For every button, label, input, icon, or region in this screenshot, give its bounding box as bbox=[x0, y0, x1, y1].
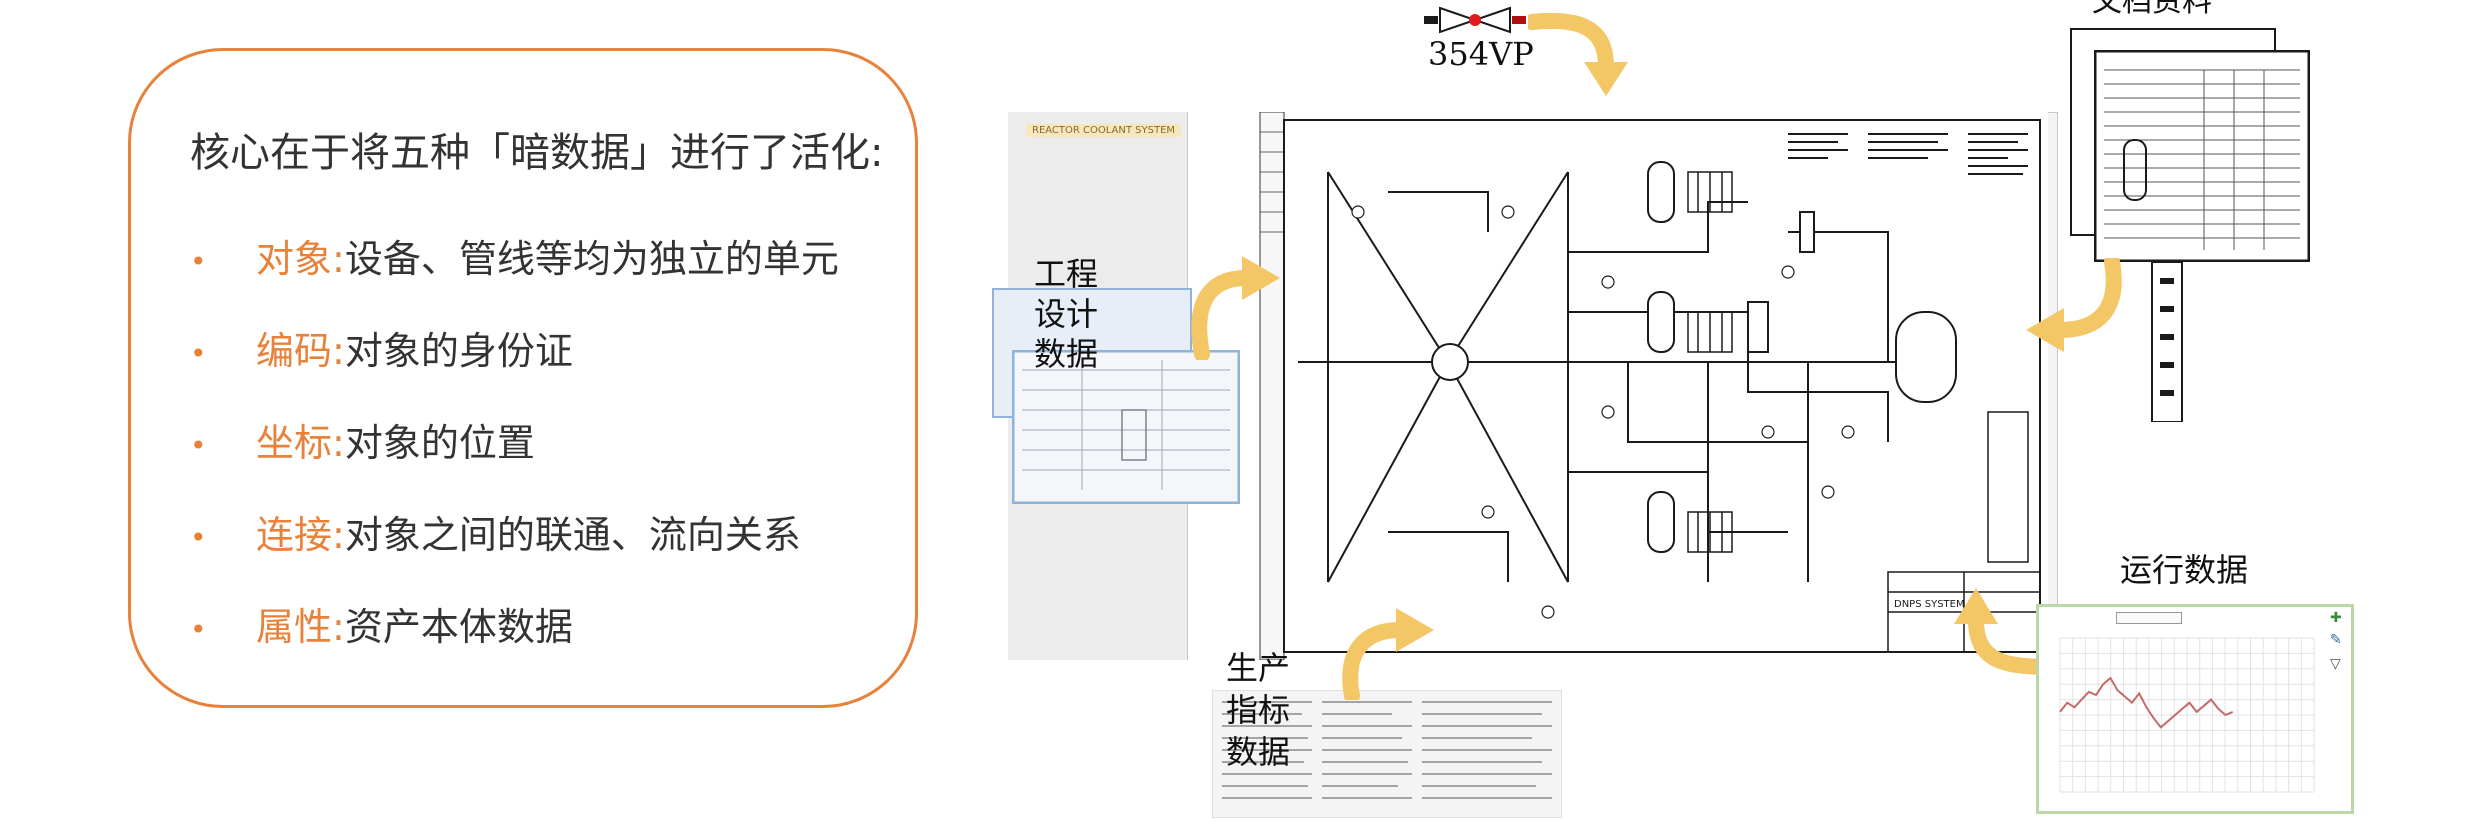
arrow-eng bbox=[1191, 256, 1280, 360]
document-front bbox=[2094, 50, 2310, 262]
item-desc: 对象之间的联通、流向关系 bbox=[344, 513, 801, 557]
run-line-chart bbox=[2059, 637, 2315, 793]
arrow-documents bbox=[2026, 258, 2122, 352]
item-desc: 对象的身份证 bbox=[344, 329, 573, 373]
ruler-band bbox=[1259, 112, 1285, 660]
valve-icon bbox=[1424, 6, 1526, 34]
item-desc: 设备、管线等均为独立的单元 bbox=[344, 237, 839, 281]
item-sep: : bbox=[332, 237, 345, 281]
list-item: • 对象:设备、管线等均为独立的单元 bbox=[190, 228, 839, 283]
exchanger-groups bbox=[1687, 171, 1733, 553]
list-item: • 编码:对象的身份证 bbox=[190, 320, 573, 375]
item-term: 连接 bbox=[256, 513, 333, 557]
prod-label-1: 生产 bbox=[1226, 649, 1291, 687]
arrow-valve bbox=[1528, 12, 1628, 96]
eng-label-3: 数据 bbox=[1034, 335, 1099, 373]
item-term: 属性 bbox=[256, 605, 333, 649]
valve-label: 354VP bbox=[1428, 35, 1534, 73]
doc-label: 文档资料 bbox=[2092, 0, 2212, 19]
eng-label-1: 工程 bbox=[1034, 255, 1099, 293]
item-term: 对象 bbox=[256, 237, 333, 281]
document-strip bbox=[2151, 262, 2183, 422]
notes-column bbox=[1788, 133, 2028, 175]
item-term: 坐标 bbox=[256, 421, 333, 465]
item-term: 编码 bbox=[256, 329, 333, 373]
pid-drawing: DNPS SYSTEM bbox=[1188, 112, 2048, 660]
bullet-dot: • bbox=[190, 337, 207, 370]
window-header-label: REACTOR COOLANT SYSTEM bbox=[1026, 124, 1182, 137]
eng-label-2: 设计 bbox=[1034, 295, 1099, 333]
bullet-dot: • bbox=[190, 613, 207, 646]
drawing-frame bbox=[1283, 119, 2041, 653]
bullet-dot: • bbox=[190, 521, 207, 554]
list-item: • 属性:资产本体数据 bbox=[190, 596, 573, 651]
arrow-production bbox=[1342, 608, 1434, 700]
pipe-network bbox=[1298, 171, 1948, 583]
bullet-dot: • bbox=[190, 429, 207, 462]
title-block-text: DNPS SYSTEM bbox=[1894, 599, 1965, 610]
prod-data-table bbox=[1212, 690, 1562, 818]
info-card bbox=[128, 48, 918, 708]
prod-label-3: 数据 bbox=[1226, 733, 1291, 771]
item-desc: 资产本体数据 bbox=[344, 605, 573, 649]
item-sep: : bbox=[332, 329, 345, 373]
arrow-operational bbox=[1954, 588, 2060, 675]
pencil-icon[interactable]: ✎ bbox=[2330, 632, 2342, 648]
series-line bbox=[2059, 676, 2234, 729]
legend-box bbox=[1987, 411, 2029, 563]
item-sep: : bbox=[332, 421, 345, 465]
item-sep: : bbox=[332, 605, 345, 649]
instrument-tags bbox=[1351, 205, 1855, 619]
list-item: • 坐标:对象的位置 bbox=[190, 412, 535, 467]
run-chart-toolbar bbox=[2116, 612, 2182, 624]
list-item: • 连接:对象之间的联通、流向关系 bbox=[190, 504, 801, 559]
zoom-in-icon[interactable]: ✚ bbox=[2330, 610, 2342, 626]
chart-grid bbox=[2059, 637, 2315, 793]
item-desc: 对象的位置 bbox=[344, 421, 535, 465]
filter-icon[interactable]: ▽ bbox=[2330, 656, 2341, 672]
bullet-dot: • bbox=[190, 245, 207, 278]
prod-label-2: 指标 bbox=[1226, 691, 1291, 729]
card-title: 核心在于将五种「暗数据」进行了活化: bbox=[190, 130, 884, 176]
vessels bbox=[1431, 161, 1957, 553]
ruler-ticks bbox=[1260, 131, 1284, 233]
item-sep: : bbox=[332, 513, 345, 557]
eng-data-sheet bbox=[1012, 350, 1240, 504]
run-label: 运行数据 bbox=[2120, 551, 2249, 589]
